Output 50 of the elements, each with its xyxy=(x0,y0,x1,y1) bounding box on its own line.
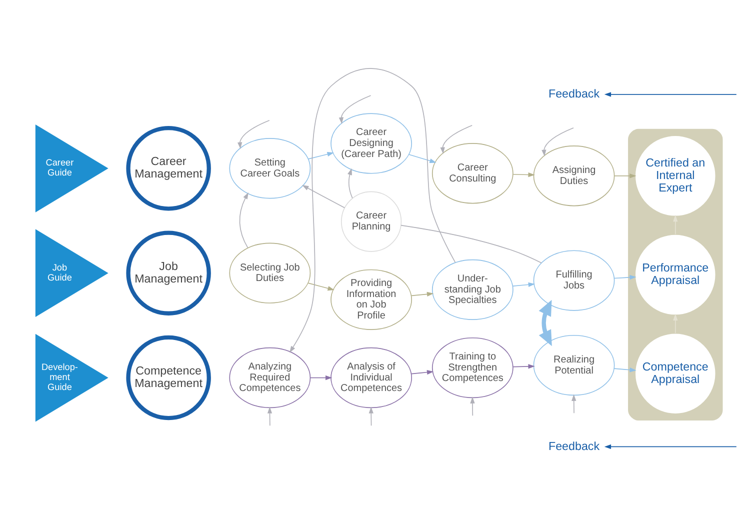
node-ellipse: Career Consulting xyxy=(432,143,514,204)
arrow xyxy=(302,185,345,208)
arrow xyxy=(604,444,737,450)
arrow xyxy=(411,292,434,296)
node-circle: Competence Appraisal xyxy=(634,332,716,414)
arrow xyxy=(614,368,636,372)
arrow xyxy=(512,172,535,178)
arrow xyxy=(614,275,636,280)
node-ellipse: Career Designing (Career Path) xyxy=(330,113,412,174)
arrow xyxy=(308,152,334,160)
arrow xyxy=(440,124,473,154)
arrow xyxy=(512,364,535,369)
arrow xyxy=(470,396,475,416)
arrow xyxy=(290,68,456,353)
arrow xyxy=(614,174,636,178)
arrow xyxy=(239,192,248,248)
arrow xyxy=(368,406,374,426)
arrow xyxy=(572,394,576,414)
arrow xyxy=(238,120,270,149)
arrow xyxy=(542,127,574,156)
arrow xyxy=(604,92,737,97)
node-circle: Career Planning xyxy=(340,191,402,252)
node-ellipse: Realizing Potential xyxy=(533,334,615,396)
node-circle: Career Management xyxy=(126,126,211,211)
node-ellipse: Providing Information on Job Profile xyxy=(330,269,412,330)
node-text: Feedback xyxy=(548,440,600,453)
node-ellipse: Assigning Duties xyxy=(533,146,615,206)
arrow xyxy=(310,375,332,380)
arrow xyxy=(673,314,678,334)
arrow xyxy=(267,406,272,426)
node-circle: Certified an Internal Expert xyxy=(634,135,716,217)
node-ellipse: Under- standing Job Specialties xyxy=(432,259,514,320)
node-ellipse: Training to Strengthen Competences xyxy=(432,337,514,398)
arrow xyxy=(411,370,434,375)
arrow xyxy=(673,214,678,235)
node-circle: Competence Management xyxy=(126,335,211,420)
node-ellipse: Analyzing Required Competences xyxy=(229,347,311,408)
arrow xyxy=(348,168,353,198)
node-ellipse: Fulfilling Jobs xyxy=(533,250,615,311)
arrow xyxy=(538,300,552,346)
node-circle: Performance Appraisal xyxy=(634,234,716,316)
node-ellipse: Selecting Job Duties xyxy=(229,242,311,304)
arrow xyxy=(408,154,436,164)
node-text: Feedback xyxy=(548,88,600,101)
arrow xyxy=(308,282,334,291)
node-ellipse: Analysis of Individual Competences xyxy=(330,347,412,408)
arrow xyxy=(338,95,372,124)
node-circle: Job Management xyxy=(126,230,211,316)
arrow xyxy=(512,282,535,287)
connector xyxy=(400,224,542,264)
